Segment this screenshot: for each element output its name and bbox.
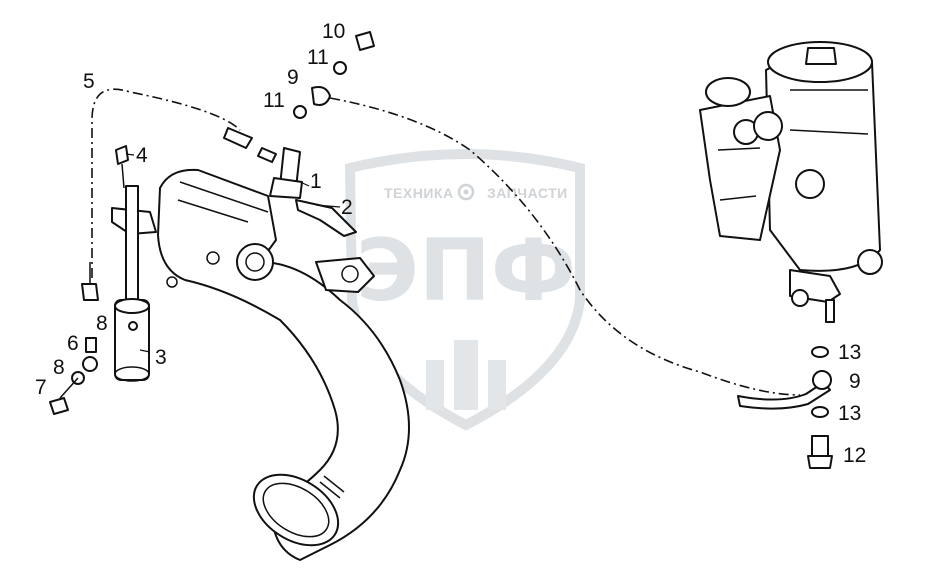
callout-10: 10	[322, 20, 345, 43]
watermark-logo: ЭПФ	[356, 221, 576, 321]
canister-assembly	[49, 145, 157, 415]
callout-11-upper: 11	[307, 46, 329, 69]
exhaust-pipe	[157, 168, 410, 561]
callout-7: 7	[35, 376, 47, 399]
callout-1: 1	[310, 170, 322, 193]
callout-3: 3	[155, 346, 167, 369]
callout-9-upper: 9	[287, 66, 299, 89]
callout-13-lower: 13	[838, 402, 861, 425]
watermark-arrows	[426, 340, 506, 410]
callout-8-lower: 8	[53, 356, 65, 379]
callout-13-upper: 13	[838, 341, 861, 364]
watermark-right-word: ЗАПЧАСТИ	[487, 185, 568, 201]
leader-lines	[125, 153, 341, 353]
watermark-left-word: ТЕХНИКА	[384, 185, 454, 201]
callout-8-upper: 8	[96, 312, 108, 335]
callout-12: 12	[843, 444, 866, 467]
callout-6: 6	[67, 332, 79, 355]
callout-labels: 1 2 3 4 5 6 7 8 8 9 9 10 11 11 12 13 13	[35, 20, 866, 467]
callout-2: 2	[341, 196, 353, 219]
callout-5: 5	[83, 70, 95, 93]
callout-11-lower: 11	[263, 89, 285, 112]
sensor-assembly	[223, 31, 375, 237]
callout-9-right: 9	[849, 370, 861, 393]
fuel-filter	[699, 41, 883, 323]
pipe-5-dashed	[91, 88, 801, 396]
gear-icon	[457, 183, 475, 201]
callout-4: 4	[136, 144, 148, 167]
drain-fittings	[737, 346, 833, 469]
